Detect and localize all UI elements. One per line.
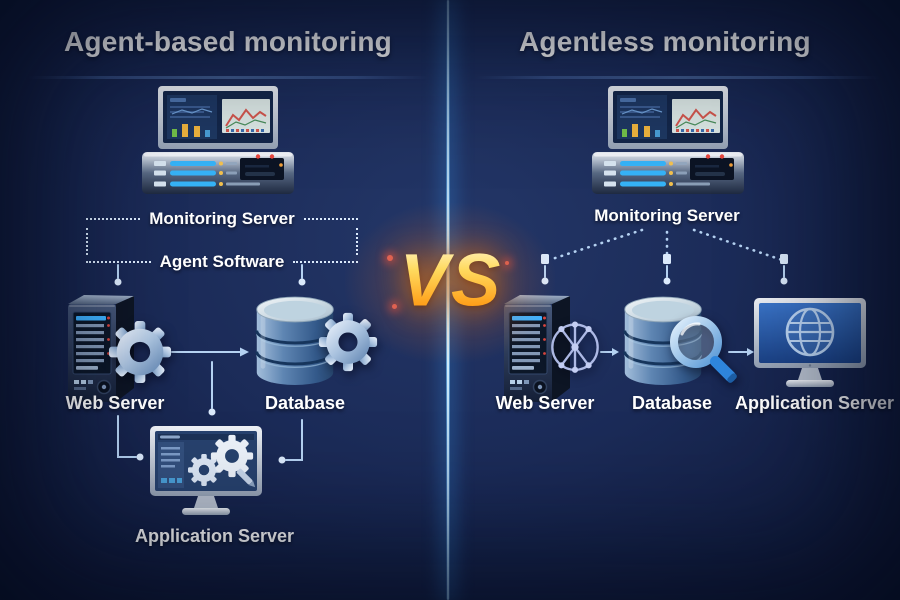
agent-annotation-box: Monitoring Server Agent Software [86,209,358,272]
right-title: Agentless monitoring [519,26,811,57]
dotted-box-left-edge [86,228,88,255]
fan-line-web [547,228,644,262]
dotted-line [293,261,358,263]
arrowhead [240,347,249,357]
web-server-label: Web Server [65,393,165,413]
application-server-icon [146,426,266,518]
agent-software-label: Agent Software [159,252,285,271]
dotted-line [86,218,141,220]
sparkle-icon [392,304,397,309]
connector-dot [298,278,306,286]
application-server-icon [750,298,870,390]
web-server-label: Web Server [495,393,595,413]
monitoring-server-icon [141,85,295,196]
network-hub-icon [546,320,604,378]
connector-node [541,254,549,264]
title-divider [476,76,880,79]
application-server-label: Application Server [135,526,295,546]
globe-icon [785,307,835,357]
dotted-box-right-edge [356,228,358,255]
database-label: Database [264,393,346,413]
title-divider [28,76,428,79]
agent-software-row: Agent Software [86,252,358,272]
application-server-label: Application Server [735,393,895,413]
dotted-line [86,261,151,263]
connector-dot [663,277,671,285]
vs-badge: VS [399,238,503,322]
connector-dot [541,277,549,285]
gear-icon [108,320,172,384]
connector-dot [208,408,216,416]
web-app-elbow [117,415,137,458]
monitoring-server-icon [591,85,745,196]
fan-line-app [692,228,784,262]
monitoring-server-row: Monitoring Server [86,209,358,229]
dotted-line [303,218,358,220]
magnifier-icon [666,314,744,394]
database-label: Database [631,393,713,413]
gear-icon [318,312,378,372]
center-divider-glow [446,0,450,600]
arrowhead [612,348,619,356]
connector-dot [114,278,122,286]
sparkle-icon [387,255,393,261]
sparkle-icon [505,261,509,265]
monitoring-server-label: Monitoring Server [594,206,740,225]
connector-dot [136,453,144,461]
db-app-elbow [285,419,303,461]
connector-dot [780,277,788,285]
arrowhead [747,348,754,356]
connector-node [780,254,788,264]
left-title: Agent-based monitoring [64,26,392,57]
connector-dot [278,456,286,464]
connector-node [663,254,671,264]
monitoring-server-label: Monitoring Server [149,209,295,228]
